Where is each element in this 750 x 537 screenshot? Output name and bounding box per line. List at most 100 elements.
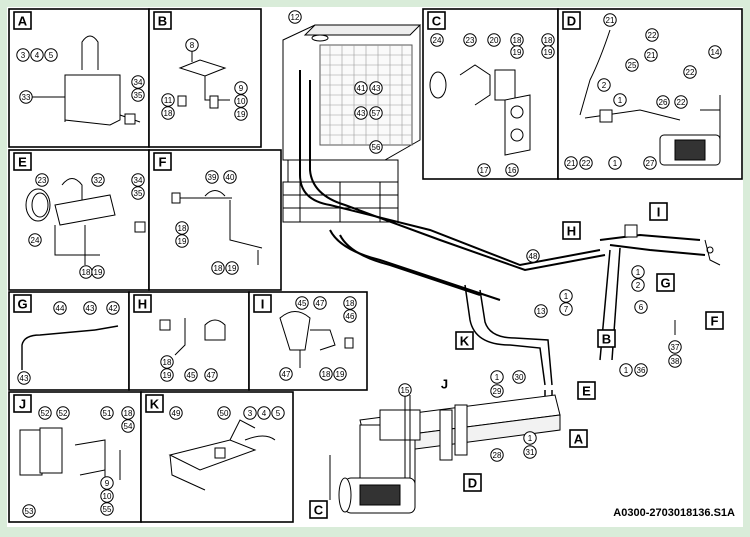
svg-text:55: 55 [103, 505, 112, 514]
part-number-main-57: 57 [369, 106, 383, 120]
svg-text:43: 43 [20, 374, 29, 383]
svg-text:6: 6 [639, 303, 644, 312]
svg-text:47: 47 [207, 371, 216, 380]
part-number-b-8: 8 [185, 38, 199, 52]
svg-text:3: 3 [21, 51, 26, 60]
callout-J: J [441, 377, 448, 392]
part-number-f-18: 18 [175, 221, 189, 235]
part-number-d-1: 1 [608, 156, 622, 170]
part-number-j-9: 9 [100, 476, 114, 490]
callout-G: G [656, 273, 675, 292]
svg-text:47: 47 [316, 299, 325, 308]
svg-text:46: 46 [346, 312, 355, 321]
part-number-main-1: 1 [490, 370, 504, 384]
part-number-b-19: 19 [234, 107, 248, 121]
svg-text:E: E [582, 384, 591, 399]
panel-A [8, 8, 150, 148]
part-number-e-35: 35 [131, 186, 145, 200]
svg-text:22: 22 [648, 31, 657, 40]
svg-text:18: 18 [214, 264, 223, 273]
part-number-b-9: 9 [234, 81, 248, 95]
svg-text:31: 31 [526, 448, 535, 457]
part-number-a-34: 34 [131, 75, 145, 89]
part-number-d-2: 2 [597, 78, 611, 92]
part-number-d-22: 22 [674, 95, 688, 109]
svg-text:57: 57 [372, 109, 381, 118]
part-number-g-44: 44 [53, 301, 67, 315]
svg-text:43: 43 [372, 84, 381, 93]
svg-text:1: 1 [618, 96, 623, 105]
part-number-a-4: 4 [30, 48, 44, 62]
svg-text:10: 10 [237, 97, 246, 106]
part-number-main-15: 15 [398, 383, 412, 397]
svg-text:23: 23 [466, 36, 475, 45]
svg-text:19: 19 [336, 370, 345, 379]
callout-E: E [577, 381, 596, 400]
svg-text:27: 27 [646, 159, 655, 168]
svg-text:39: 39 [208, 173, 217, 182]
svg-text:22: 22 [677, 98, 686, 107]
svg-text:25: 25 [628, 61, 637, 70]
svg-text:18: 18 [346, 299, 355, 308]
svg-text:56: 56 [372, 143, 381, 152]
svg-text:32: 32 [94, 176, 103, 185]
part-number-main-1: 1 [559, 289, 573, 303]
svg-text:28: 28 [493, 451, 502, 460]
part-number-f-19: 19 [225, 261, 239, 275]
svg-text:24: 24 [31, 236, 40, 245]
svg-text:I: I [261, 297, 265, 312]
svg-text:26: 26 [659, 98, 668, 107]
part-number-c-19: 19 [510, 45, 524, 59]
svg-text:E: E [18, 155, 27, 170]
part-number-j-52: 52 [38, 406, 52, 420]
part-number-main-56: 56 [369, 140, 383, 154]
part-number-main-13: 13 [534, 304, 548, 318]
part-number-main-29: 29 [490, 384, 504, 398]
svg-text:D: D [468, 476, 477, 491]
part-number-d-1: 1 [613, 93, 627, 107]
svg-text:C: C [314, 503, 324, 518]
svg-text:1: 1 [624, 366, 629, 375]
part-number-k-3: 3 [243, 406, 257, 420]
svg-text:18: 18 [513, 36, 522, 45]
svg-text:19: 19 [513, 48, 522, 57]
svg-text:35: 35 [134, 91, 143, 100]
part-number-c-18: 18 [541, 33, 555, 47]
svg-text:I: I [657, 205, 661, 220]
part-number-j-18: 18 [121, 406, 135, 420]
svg-text:13: 13 [537, 307, 546, 316]
svg-text:K: K [150, 397, 160, 412]
part-number-h-47: 47 [204, 368, 218, 382]
part-number-c-17: 17 [477, 163, 491, 177]
svg-text:7: 7 [564, 305, 569, 314]
svg-text:1: 1 [636, 268, 641, 277]
part-number-i-46: 46 [343, 309, 357, 323]
part-number-k-4: 4 [257, 406, 271, 420]
svg-text:41: 41 [357, 84, 366, 93]
svg-text:52: 52 [59, 409, 68, 418]
part-number-main-7: 7 [559, 302, 573, 316]
svg-text:37: 37 [671, 343, 680, 352]
svg-text:J: J [441, 377, 448, 392]
part-number-main-6: 6 [634, 300, 648, 314]
svg-text:H: H [567, 224, 576, 239]
part-number-d-27: 27 [643, 156, 657, 170]
callout-F: F [705, 311, 724, 330]
svg-text:35: 35 [134, 189, 143, 198]
panel-E [8, 149, 150, 291]
part-number-e-23: 23 [35, 173, 49, 187]
panel-label-I: I [253, 294, 272, 313]
svg-text:45: 45 [187, 371, 196, 380]
svg-text:B: B [158, 14, 167, 29]
panel-B [148, 8, 262, 148]
part-number-e-18: 18 [79, 265, 93, 279]
svg-text:44: 44 [56, 304, 65, 313]
part-number-c-19: 19 [541, 45, 555, 59]
svg-text:1: 1 [564, 292, 569, 301]
part-number-c-16: 16 [505, 163, 519, 177]
part-number-d-14: 14 [708, 45, 722, 59]
part-number-d-26: 26 [656, 95, 670, 109]
part-number-d-22: 22 [683, 65, 697, 79]
svg-text:18: 18 [544, 36, 553, 45]
